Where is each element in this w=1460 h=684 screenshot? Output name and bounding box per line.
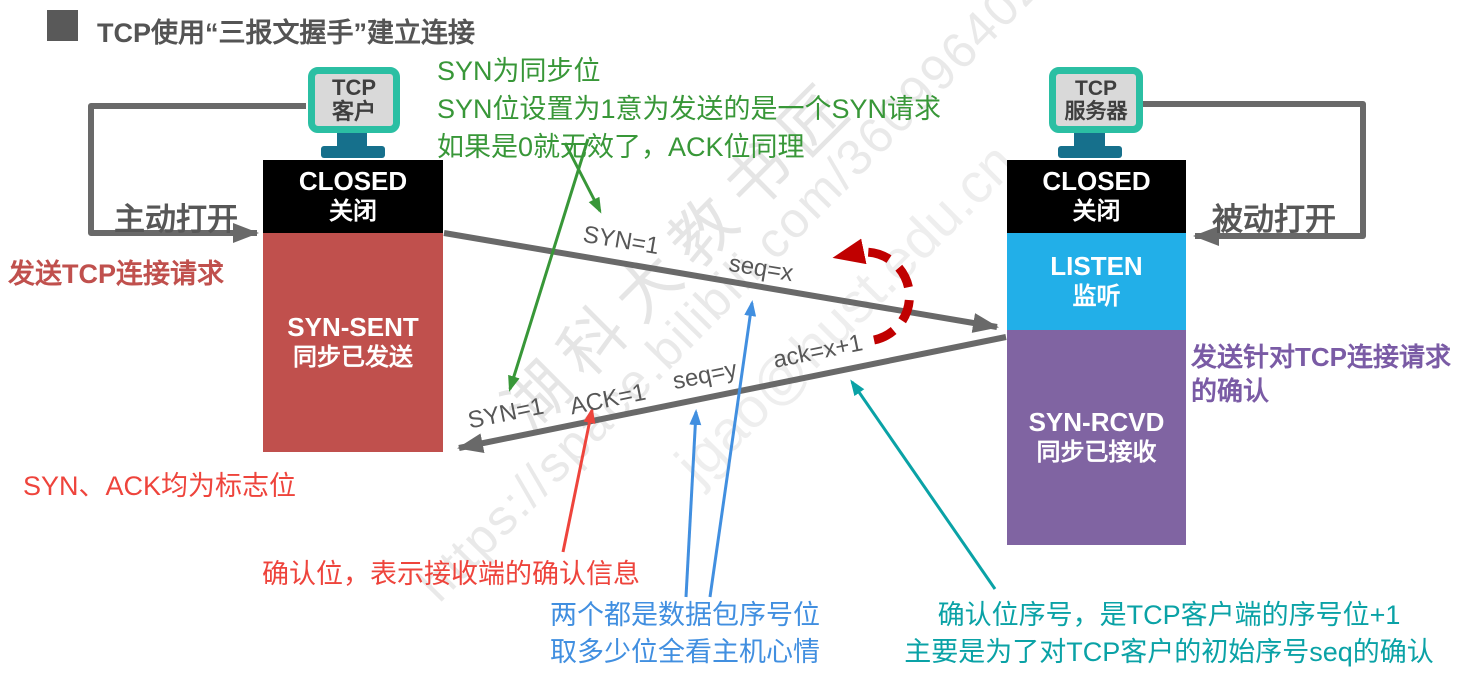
- seq-note-pointer-seqx: [708, 300, 757, 598]
- server-monitor-screen: TCP 服务器: [1049, 67, 1143, 133]
- syn-note-pointer-bottom: [508, 138, 590, 392]
- loop-arc-arrow: [832, 238, 914, 345]
- client-device-label-line1: TCP: [332, 75, 376, 100]
- client-monitor-base: [321, 146, 385, 158]
- server-monitor-stand: [1074, 133, 1105, 146]
- server-state-closed: CLOSED 关闭: [1007, 160, 1186, 233]
- server-send-note-line1: 发送针对TCP连接请求: [1191, 342, 1452, 372]
- server-monitor-base: [1058, 146, 1122, 158]
- active-open-connector-arrow: [88, 103, 306, 243]
- title-bullet-square: [47, 10, 78, 41]
- syn-bit-note-line3: 如果是0就无效了，ACK位同理: [437, 132, 805, 162]
- ack-seq-note-pointer: [850, 379, 997, 590]
- client-state-column: CLOSED 关闭 SYN-SENT 同步已发送: [263, 160, 443, 452]
- server-state-column: CLOSED 关闭 LISTEN 监听 SYN-RCVD 同步已接收: [1007, 160, 1186, 545]
- state-name: 同步已接收: [1036, 439, 1157, 466]
- state-name: 监听: [1072, 283, 1121, 310]
- server-state-listen: LISTEN 监听: [1007, 233, 1186, 330]
- syn-bit-note-line2: SYN位设置为1意为发送的是一个SYN请求: [437, 94, 942, 124]
- ack-bit-note: 确认位，表示接收端的确认信息: [262, 559, 640, 589]
- client-state-syn-sent: SYN-SENT 同步已发送: [263, 233, 443, 452]
- seq-bits-note-line2: 取多少位全看主机心情: [550, 637, 820, 667]
- client-device-label-line2: 客户: [331, 99, 376, 124]
- syn-message-arrow: [443, 230, 999, 333]
- server-state-syn-rcvd: SYN-RCVD 同步已接收: [1007, 330, 1186, 545]
- server-send-note-line2: 的确认: [1191, 376, 1270, 406]
- client-monitor-stand: [337, 133, 367, 146]
- server-send-note: 发送针对TCP连接请求 的确认: [1191, 340, 1451, 408]
- seq-bits-note-line1: 两个都是数据包序号位: [550, 600, 820, 630]
- client-send-note: 发送TCP连接请求: [8, 259, 224, 289]
- passive-open-label: 被动打开: [1212, 202, 1336, 237]
- state-name: 关闭: [329, 198, 377, 225]
- syn-note-pointer-top: [563, 142, 602, 214]
- syn-bit-note-line1: SYN为同步位: [437, 56, 601, 86]
- active-open-label: 主动打开: [114, 202, 238, 237]
- page-title: TCP使用“三报文握手”建立连接: [97, 18, 475, 48]
- client-monitor-screen: TCP 客户: [308, 67, 400, 133]
- ack-number-note: 确认位序号，是TCP客户端的序号位+1 主要是为了对TCP客户的初始序号seq的…: [880, 597, 1458, 671]
- state-code: LISTEN: [1050, 251, 1143, 281]
- seq-bits-note: 两个都是数据包序号位 取多少位全看主机心情: [450, 597, 920, 671]
- flag-bits-note: SYN、ACK均为标志位: [23, 471, 297, 501]
- state-code: SYN-RCVD: [1028, 407, 1165, 437]
- server-device-label-line1: TCP: [1075, 77, 1117, 100]
- client-state-closed: CLOSED 关闭: [263, 160, 443, 233]
- ack-number-note-line2: 主要是为了对TCP客户的初始序号seq的确认: [904, 637, 1434, 667]
- state-code: CLOSED: [298, 166, 408, 196]
- ack-note-pointer: [561, 407, 596, 553]
- state-code: CLOSED: [1042, 166, 1151, 196]
- server-monitor-icon: TCP 服务器: [1049, 67, 1143, 158]
- state-name: 同步已发送: [293, 344, 413, 371]
- ack-number-note-line1: 确认位序号，是TCP客户端的序号位+1: [937, 600, 1401, 630]
- state-code: SYN-SENT: [287, 312, 419, 342]
- synack-message-arrow: [457, 334, 1007, 454]
- state-name: 关闭: [1072, 198, 1121, 225]
- client-monitor-icon: TCP 客户: [308, 67, 400, 158]
- server-device-label-line2: 服务器: [1064, 100, 1128, 123]
- seq-note-pointer-seqy: [684, 409, 702, 598]
- syn-bit-note: SYN为同步位 SYN位设置为1意为发送的是一个SYN请求 如果是0就无效了，A…: [437, 52, 941, 166]
- passive-open-connector-arrow: [1143, 101, 1366, 246]
